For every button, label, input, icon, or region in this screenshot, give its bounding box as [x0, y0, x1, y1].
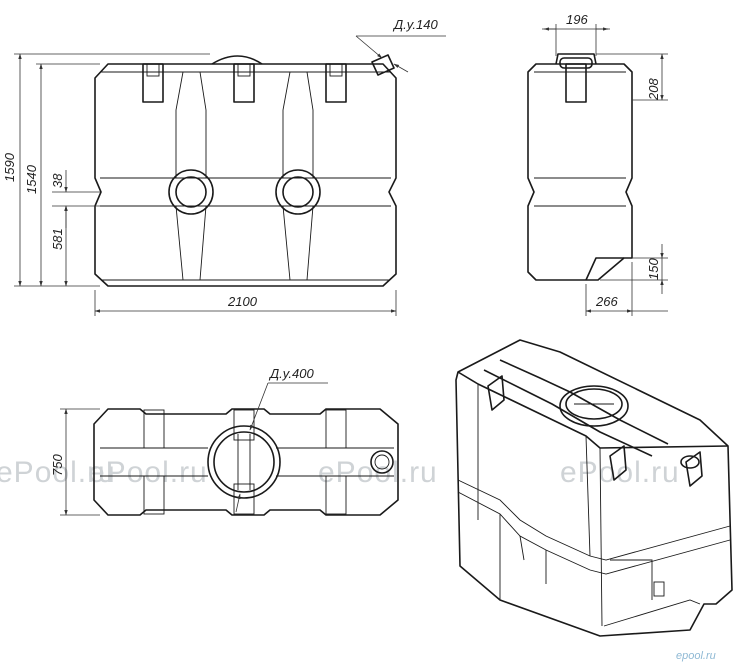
dim-fitting: Д.у.140 [392, 17, 438, 32]
dim-height-body: 1540 [24, 164, 39, 194]
front-dimensions: 1590 1540 38 581 2100 Д.у.140 [2, 17, 446, 316]
side-dimensions: 196 208 150 266 [542, 12, 668, 316]
dim-belt: 38 [50, 173, 65, 188]
dim-neck-height: 208 [646, 78, 661, 101]
dim-width: 750 [50, 454, 65, 476]
side-view [527, 53, 633, 281]
top-view [93, 408, 399, 516]
dim-length: 2100 [227, 294, 258, 309]
dim-foot-height: 150 [646, 258, 661, 280]
dim-hatch: Д.у.400 [268, 366, 314, 381]
front-view [94, 54, 397, 287]
watermarks: ePool.ru ePool.ru ePool.ru ePool.ru [0, 456, 680, 489]
logo-background [672, 648, 732, 662]
watermark-left: ePool.ru [0, 456, 116, 489]
dim-foot-depth: 266 [595, 294, 618, 309]
top-dimensions: 750 Д.у.400 [50, 366, 328, 516]
dim-lower-part: 581 [50, 228, 65, 250]
dim-neck-width: 196 [566, 12, 588, 27]
watermark-3: ePool.ru [560, 456, 680, 489]
site-logo: epool.ru [676, 650, 716, 662]
isometric-view [455, 339, 733, 637]
dim-height-total: 1590 [2, 152, 17, 182]
watermark-1: ePool.ru [88, 456, 208, 489]
